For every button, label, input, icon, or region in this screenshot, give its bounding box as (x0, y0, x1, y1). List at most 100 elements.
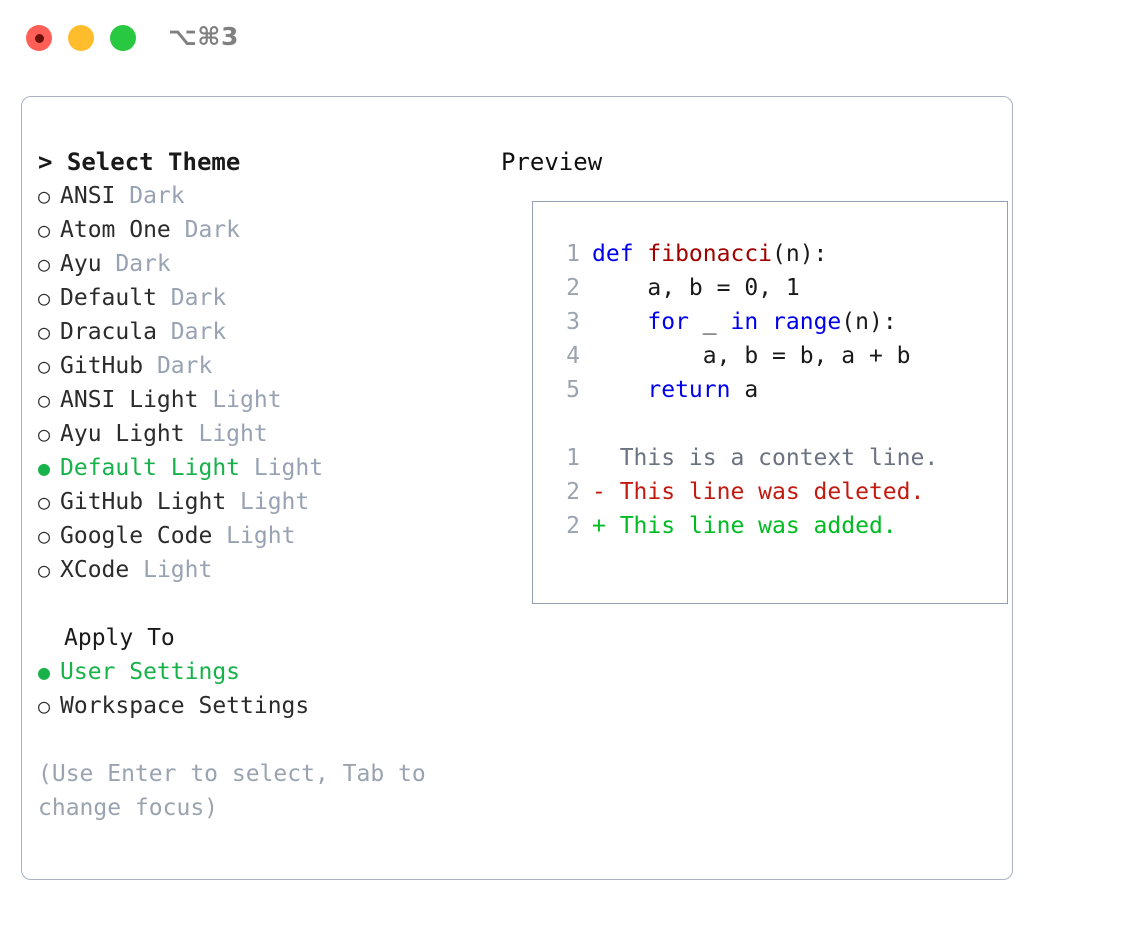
option-label: XCode (60, 557, 130, 583)
code-line: 1 def fibonacci(n): (550, 237, 999, 271)
line-number: 4 (566, 343, 580, 369)
theme-option-github-light[interactable]: ○ GitHub Light Light (38, 485, 478, 519)
apply-to-option-workspace-settings[interactable]: ○Workspace Settings (38, 689, 478, 723)
code-token: return (647, 377, 745, 403)
code-token: (n): (841, 309, 897, 335)
radio-unselected-icon: ○ (38, 694, 51, 718)
theme-option-google-code[interactable]: ○ Google Code Light (38, 519, 478, 553)
diff-text: This is a context line. (592, 445, 939, 471)
main-panel: > Select Theme ○ANSI Dark○Atom One Dark○… (21, 96, 1013, 880)
option-label: User Settings (60, 659, 241, 685)
option-category: Light (212, 523, 296, 549)
close-button[interactable] (26, 25, 52, 51)
line-number: 3 (566, 309, 580, 335)
zoom-button[interactable] (110, 25, 136, 51)
apply-to-label: Apply To (64, 625, 175, 651)
code-text: def fibonacci(n): (592, 237, 827, 271)
radio-unselected-icon: ○ (38, 184, 51, 208)
code-token: (n): (772, 241, 828, 267)
radio-selected-icon: ● (38, 660, 51, 684)
theme-option-ansi[interactable]: ○ ANSI Dark (38, 179, 478, 213)
code-token: for (647, 309, 703, 335)
option-label: Ayu Light (60, 421, 185, 447)
radio-unselected-icon: ○ (38, 354, 51, 378)
option-category: Dark (156, 285, 227, 311)
radio-unselected-icon: ○ (38, 320, 51, 344)
code-text: for _ in range(n): (592, 305, 897, 339)
code-line: 4 a, b = b, a + b (550, 339, 999, 373)
line-number: 1 (566, 241, 580, 267)
minimize-button[interactable] (68, 25, 94, 51)
line-number: 2 (566, 275, 580, 301)
line-number: 1 (566, 445, 580, 471)
option-label: Default Light (60, 455, 241, 481)
option-label: Ayu (60, 251, 102, 277)
option-category: Light (226, 489, 310, 515)
radio-unselected-icon: ○ (38, 218, 51, 242)
code-token: in (730, 309, 773, 335)
radio-unselected-icon: ○ (38, 490, 51, 514)
apply-to-list[interactable]: ● User Settings ○Workspace Settings (38, 655, 478, 723)
theme-option-default[interactable]: ○Default Dark (38, 281, 478, 315)
code-text: a, b = b, a + b (592, 339, 911, 373)
diff-line-add: 2 + This line was added. (550, 509, 999, 543)
code-token: def (592, 241, 648, 267)
theme-option-atom-one[interactable]: ○ Atom One Dark (38, 213, 478, 247)
code-token: a, b = 0, 1 (592, 275, 800, 301)
theme-option-ayu-light[interactable]: ○Ayu Light Light (38, 417, 478, 451)
option-category: Light (129, 557, 213, 583)
diff-text: - This line was deleted. (592, 479, 925, 505)
line-number: 2 (566, 513, 580, 539)
option-label: GitHub Light (60, 489, 227, 515)
code-token: a, b = b, a + b (592, 343, 911, 369)
option-label: GitHub (60, 353, 144, 379)
radio-unselected-icon: ○ (38, 558, 51, 582)
code-token: fibonacci (647, 241, 773, 267)
option-label: Google Code (60, 523, 213, 549)
keyboard-hint-text: (Use Enter to select, Tab to change focu… (38, 761, 440, 821)
code-token (592, 377, 647, 403)
theme-option-xcode[interactable]: ○ XCode Light (38, 553, 478, 587)
radio-selected-icon: ● (38, 456, 51, 480)
radio-unselected-icon: ○ (38, 524, 51, 548)
option-category: Light (198, 387, 282, 413)
theme-option-github[interactable]: ○ GitHub Dark (38, 349, 478, 383)
theme-option-default-light[interactable]: ● Default Light Light (38, 451, 478, 485)
theme-option-ayu[interactable]: ○ Ayu Dark (38, 247, 478, 281)
list-spacer (38, 587, 478, 621)
option-category: Dark (101, 251, 171, 277)
diff-text: + This line was added. (592, 513, 897, 539)
theme-option-dracula[interactable]: ○ Dracula Dark (38, 315, 478, 349)
code-text: return a (592, 373, 758, 407)
code-line: 3 for _ in range(n): (550, 305, 999, 339)
select-theme-header: > Select Theme (38, 148, 241, 176)
theme-option-ansi-light[interactable]: ○ANSI Light Light (38, 383, 478, 417)
option-label: Atom One (60, 217, 171, 243)
option-category: Dark (170, 217, 241, 243)
radio-unselected-icon: ○ (38, 286, 51, 310)
radio-unselected-icon: ○ (38, 252, 51, 276)
code-text: a, b = 0, 1 (592, 271, 800, 305)
theme-selector-column: > Select Theme ○ANSI Dark○Atom One Dark○… (38, 145, 478, 825)
option-category: Dark (143, 353, 213, 379)
radio-unselected-icon: ○ (38, 422, 51, 446)
apply-to-option-user-settings[interactable]: ● User Settings (38, 655, 478, 689)
option-category: Dark (115, 183, 185, 209)
option-category: Dark (156, 319, 227, 345)
option-label: ANSI (60, 183, 116, 209)
code-line: 5 return a (550, 373, 999, 407)
title-bar: ⌥⌘3 (0, 0, 1140, 78)
code-token: range (772, 309, 842, 335)
preview-header: Preview (501, 148, 603, 176)
hint-spacer (38, 723, 478, 757)
diff-line-del: 2 - This line was deleted. (550, 475, 999, 509)
theme-list[interactable]: ○ANSI Dark○Atom One Dark○Ayu Dark○Defaul… (38, 179, 478, 587)
line-number: 2 (566, 479, 580, 505)
option-category: Light (240, 455, 324, 481)
code-line: 2 a, b = 0, 1 (550, 271, 999, 305)
line-number: 5 (566, 377, 580, 403)
option-label: Dracula (60, 319, 157, 345)
